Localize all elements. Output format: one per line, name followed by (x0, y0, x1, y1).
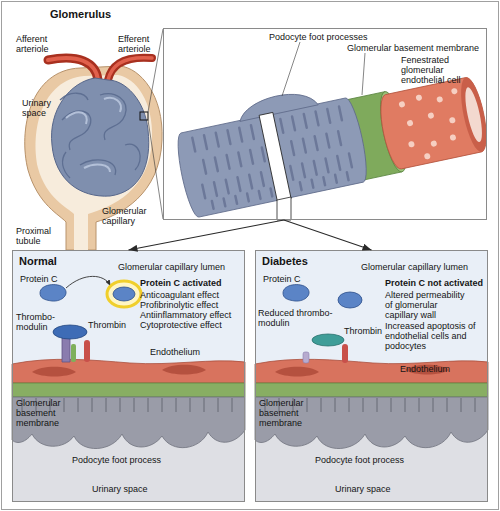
section-slice (259, 112, 291, 201)
protein-c (40, 285, 66, 302)
capillary-tuft (52, 78, 149, 196)
molecule-label: Protein C (20, 274, 70, 284)
zoom-marker (140, 112, 148, 120)
foot-processes (192, 107, 354, 211)
effect-note: Cytoprotective effect (140, 320, 244, 330)
layer-label: Podocyte foot process (72, 455, 192, 465)
panel-box: Diabetes (255, 250, 488, 502)
molecule-label: Protein C (263, 274, 313, 284)
podocyte (173, 96, 371, 218)
layer-label: Glomerular basement membrane (16, 398, 98, 428)
activation-arrow (66, 276, 110, 288)
zoom-arrow (129, 220, 284, 250)
layer-label: Podocyte foot process (315, 455, 435, 465)
fenestration (436, 96, 443, 103)
endothelial-cell (376, 75, 492, 171)
molecule-label: Thrombo- modulin (16, 312, 56, 332)
afferent-arteriole (48, 58, 98, 80)
effect-note: Antiinflammatory effect (140, 310, 244, 320)
fenestration (398, 101, 405, 108)
thrombin (53, 325, 87, 339)
capillary-segment (170, 55, 493, 220)
fenestration (430, 140, 437, 147)
zoom-leader (148, 29, 163, 219)
arteriole-highlight (108, 58, 152, 80)
capillary-lumen (462, 86, 485, 143)
part-label: Afferent arteriole (16, 34, 61, 54)
region-label: Glomerular capillary lumen (118, 262, 242, 272)
fenestration (424, 153, 431, 160)
molecule-label: Thrombin (344, 326, 384, 336)
reduced-thrombomodulin (303, 352, 309, 363)
zoom-box: Podocyte foot processesGlomerular baseme… (163, 28, 487, 220)
zoom-arrow (284, 220, 372, 250)
protein-c (338, 292, 362, 308)
panel-heading: Normal (19, 255, 109, 267)
receptor (71, 344, 76, 362)
figure-heading: Glomerulus (50, 8, 140, 20)
podocyte-body (236, 88, 318, 122)
bowman-capsule (25, 66, 162, 250)
urinary-space (36, 75, 152, 250)
fenestration (406, 120, 413, 127)
fenestration (427, 112, 434, 119)
arteriole-highlight (48, 58, 98, 80)
status-heading: Protein C not activated (385, 278, 487, 288)
thrombin (312, 334, 344, 346)
part-label: Efferent arteriole (118, 34, 162, 54)
activated-protein-c (113, 287, 135, 301)
part-label: Podocyte foot processes (269, 32, 381, 42)
fenestration (408, 141, 415, 148)
activation-glow (107, 281, 141, 307)
part-label: Urinary space (22, 98, 62, 118)
region-label: Urinary space (92, 484, 172, 494)
effect-note: Profibrinolytic effect (140, 300, 244, 310)
effect-note: Increased apoptosis of endothelial cells… (385, 321, 485, 351)
layer-label: Endothelium (400, 364, 470, 374)
molecule-label: Reduced thrombo- modulin (258, 308, 338, 328)
molecule-label: Thrombin (88, 320, 133, 330)
panel-tissue (255, 250, 488, 502)
panel-box: Normal (12, 250, 245, 502)
status-heading: Protein C activated (140, 278, 244, 288)
capillary-loops (60, 93, 140, 178)
panel-heading: Diabetes (262, 255, 352, 267)
fenestration (415, 94, 422, 101)
panel-tissue (12, 250, 245, 502)
part-label: Fenestrated glomerular endothelial cell (401, 55, 487, 85)
region-label: Urinary space (335, 484, 415, 494)
capillary-highlights (66, 98, 121, 172)
fenestration (449, 117, 456, 124)
part-label: Glomerular capillary (102, 206, 160, 226)
effect-note: Altered permeability of glomerular capil… (385, 290, 467, 320)
fenestration (449, 134, 456, 141)
efferent-arteriole (108, 58, 152, 80)
receptor (84, 340, 90, 362)
layer-label: Glomerular basement membrane (259, 398, 341, 428)
effect-note: Anticoagulant effect (140, 290, 244, 300)
part-label: Glomerular basement membrane (347, 43, 485, 53)
protein-c (283, 285, 309, 302)
layer-label: Endothelium (150, 347, 220, 357)
section-slice (277, 197, 291, 220)
receptor (342, 344, 348, 363)
fenestration (451, 88, 458, 95)
region-label: Glomerular capillary lumen (361, 262, 485, 272)
part-label: Proximal tubule (16, 226, 61, 246)
